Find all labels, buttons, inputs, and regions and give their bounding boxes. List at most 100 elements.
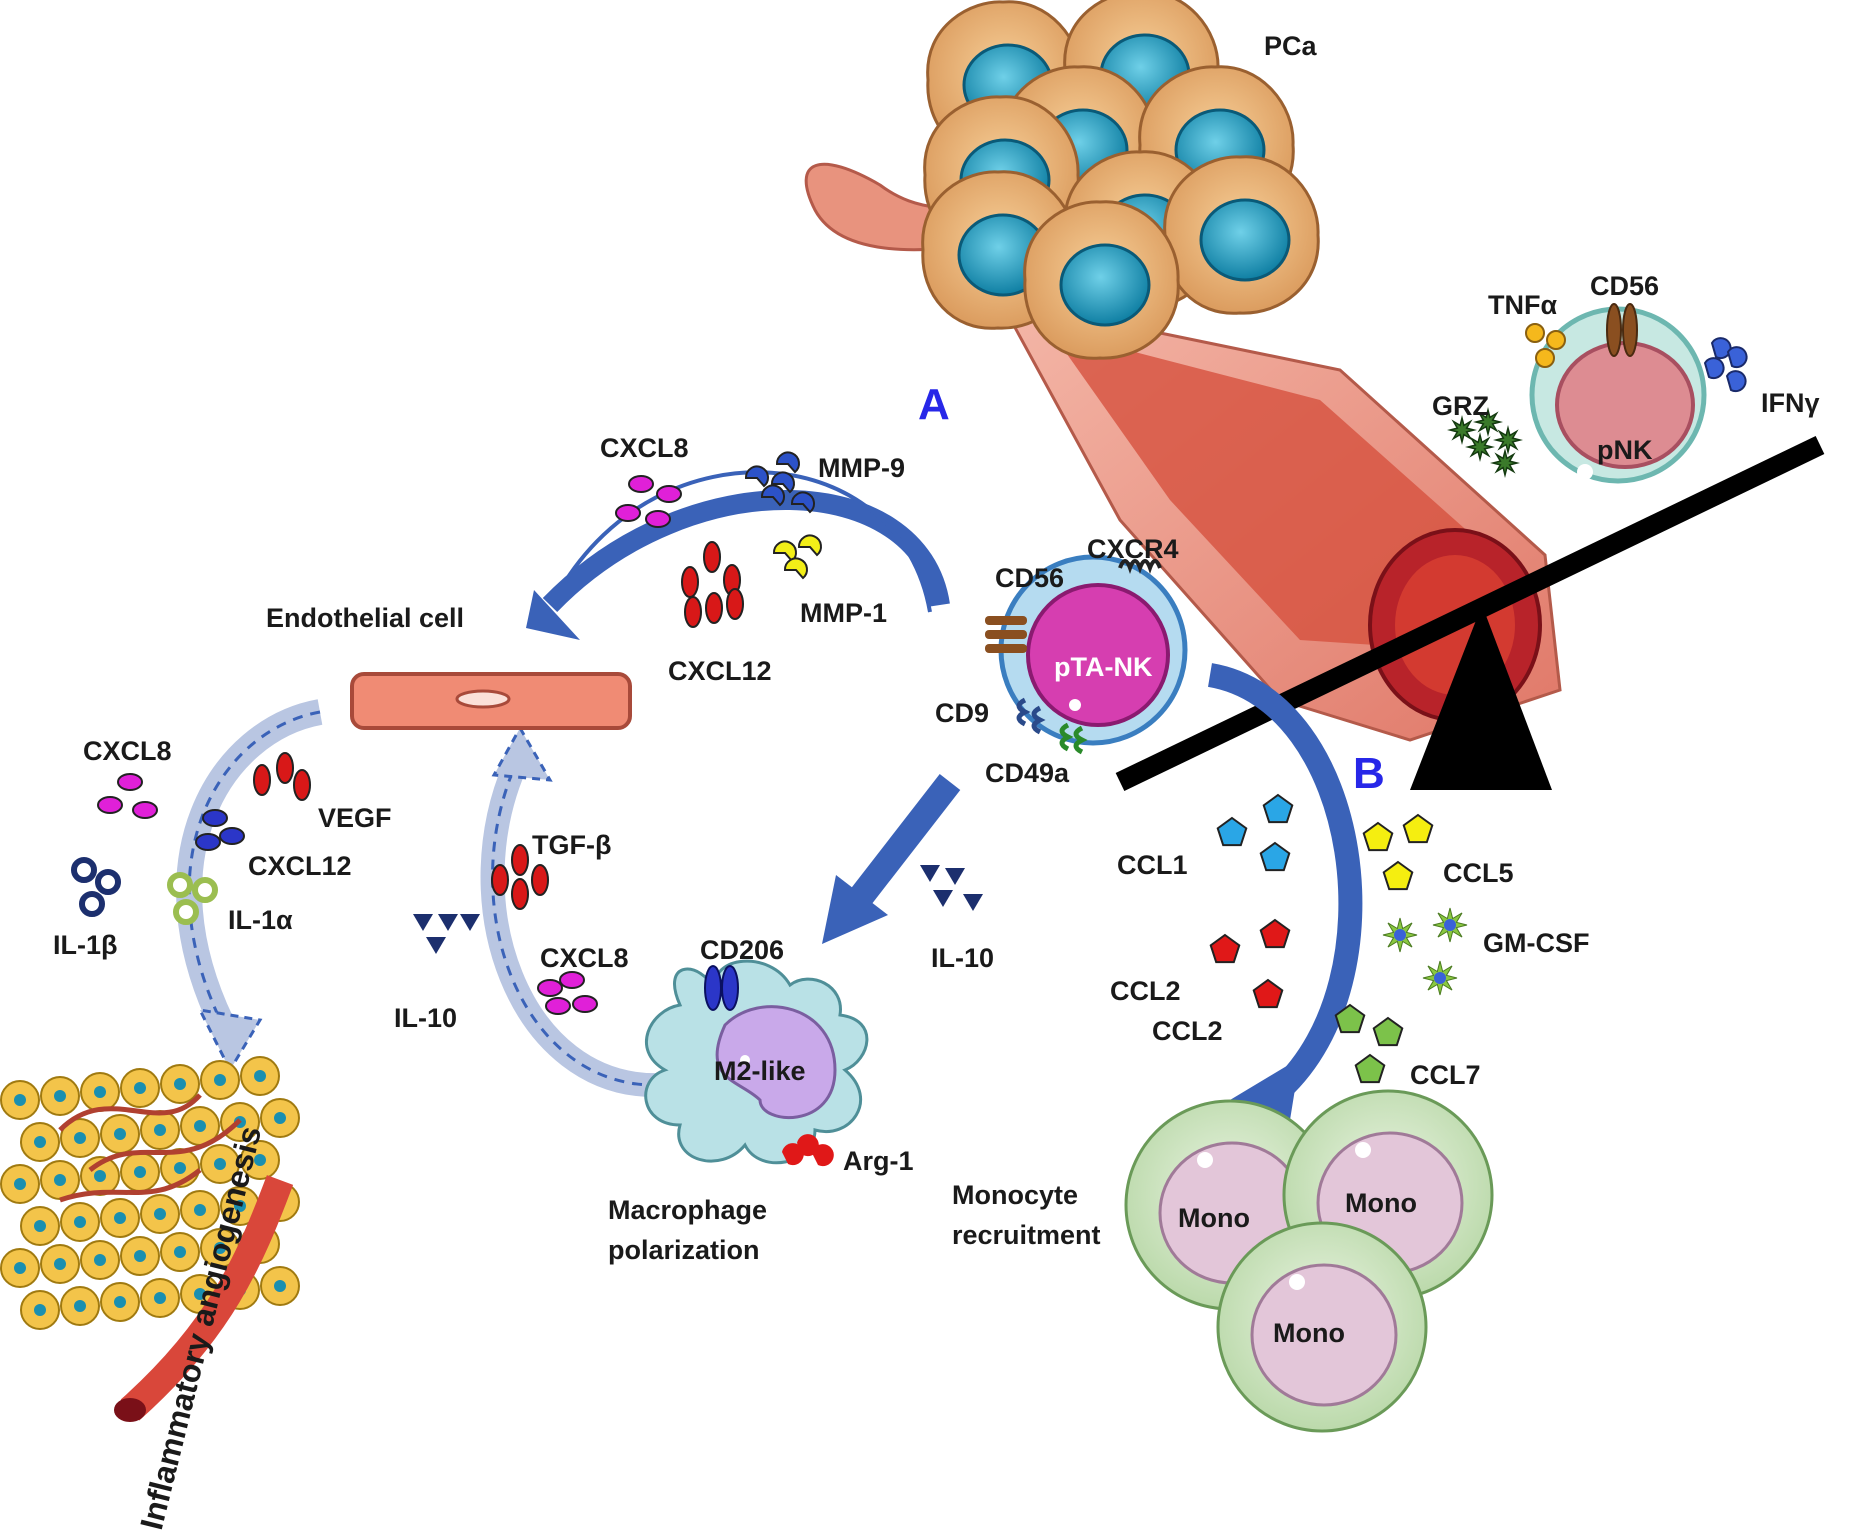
tumor-cluster: [921, 0, 1320, 360]
ccl7-particle: [1372, 1016, 1404, 1047]
cxcl12-particle: [705, 592, 723, 624]
tissue-cell: [0, 1080, 40, 1120]
tissue-cell: [20, 1206, 60, 1246]
il10-particle: [460, 914, 480, 931]
cxcl8-particle: [117, 773, 143, 791]
il1a-particle: [173, 899, 199, 925]
cxcl8-particle: [572, 995, 598, 1013]
cd56-receptor-top: [1606, 303, 1638, 357]
cxcl12-particle: [202, 809, 228, 827]
angiogenesis-tissue: [0, 1056, 300, 1330]
tissue-cell: [120, 1152, 160, 1192]
cxcl8-particle: [615, 504, 641, 522]
il1b-particle: [79, 891, 105, 917]
il1a-particle: [192, 877, 218, 903]
il1b-particle: [95, 869, 121, 895]
gmcsf-label: GM-CSF: [1483, 928, 1590, 958]
arrow-to-endothelial: [480, 724, 661, 1098]
cxcl12-particle: [703, 541, 721, 573]
cxcl8-particle: [537, 979, 563, 997]
tissue-cell: [0, 1164, 40, 1204]
il1b-particle: [71, 857, 97, 883]
monocyte-label-line1: Monocyte: [952, 1180, 1079, 1210]
tgfb-particle: [491, 864, 509, 896]
ccl5-particle: [1362, 821, 1394, 852]
panel-a-label: A: [918, 380, 950, 429]
macrophage-cell: [644, 959, 869, 1165]
vegf-particle: [276, 752, 294, 784]
vegf-label: VEGF: [318, 803, 392, 833]
il1b-label: IL-1β: [53, 930, 118, 960]
cd49a-label: CD49a: [985, 758, 1070, 788]
panel-b-label: B: [1353, 749, 1385, 798]
tissue-cell: [200, 1144, 240, 1184]
tgfb-label: TGF-β: [532, 830, 612, 860]
arg1-particles: [782, 1134, 834, 1167]
mmp9-particle: [770, 471, 795, 494]
il1a-label: IL-1α: [228, 905, 293, 935]
ifng-particles: [1703, 337, 1748, 393]
pta-nk-cell: [998, 554, 1188, 746]
cxcl12-particle: [195, 833, 221, 851]
cxcl8-left-label: CXCL8: [83, 736, 172, 766]
cxcl12-top-label: CXCL12: [668, 656, 772, 686]
tissue-cell: [120, 1068, 160, 1108]
mmp1-label: MMP-1: [800, 598, 887, 628]
cxcl8-particle: [97, 796, 123, 814]
il10-right-label: IL-10: [931, 943, 995, 973]
cxcl12-left-label: CXCL12: [248, 851, 352, 881]
tissue-cell: [240, 1056, 280, 1096]
pta-nk-label: pTA-NK: [1054, 652, 1153, 682]
tissue-cell: [60, 1202, 100, 1242]
cd56-label: CD56: [995, 563, 1065, 593]
cxcl8-particle: [645, 510, 671, 528]
cd9-receptor: [1016, 697, 1046, 735]
mmp1-particle: [783, 557, 808, 580]
il10-particle: [963, 894, 983, 911]
angiogenesis-vessel: [114, 1175, 294, 1422]
macrophage-label-line2: polarization: [608, 1235, 760, 1265]
cd206-label: CD206: [700, 935, 785, 965]
tissue-cell: [100, 1114, 140, 1154]
monocyte-cells: [1124, 1089, 1494, 1433]
arrow-to-macrophage: [822, 774, 961, 944]
tissue-cell: [20, 1122, 60, 1162]
il10-particle: [438, 914, 458, 931]
ifng-label: IFNγ: [1761, 388, 1820, 418]
tissue-cell: [60, 1118, 100, 1158]
cd9-label: CD9: [935, 698, 990, 728]
tissue-cell: [40, 1076, 80, 1116]
cxcl12-particle: [684, 596, 702, 628]
il10-particle: [945, 868, 965, 885]
monocyte-label-line2: recruitment: [952, 1220, 1101, 1250]
ccl2-label-b: CCL2: [1152, 1016, 1223, 1046]
cxcr4-receptor: [1118, 559, 1162, 574]
vegf-particle: [253, 764, 271, 796]
grz-particle: [1473, 407, 1503, 437]
cxcl12-particle: [219, 827, 245, 845]
tissue-cell: [100, 1282, 140, 1322]
cd49a-receptor: [1059, 722, 1088, 755]
grz-particle: [1493, 425, 1523, 455]
ccl2-particle: [1209, 933, 1241, 964]
tnfa-particles: [1525, 323, 1566, 368]
tissue-cell: [80, 1240, 120, 1280]
tissue-cell: [140, 1194, 180, 1234]
mono-label-3: Mono: [1273, 1318, 1345, 1348]
tissue-cell: [40, 1244, 80, 1284]
tissue-cell: [140, 1110, 180, 1150]
mmp9-particle: [760, 484, 785, 507]
il1a-particle: [167, 872, 193, 898]
cxcr4-label: CXCR4: [1087, 534, 1179, 564]
mono-label-1: Mono: [1178, 1203, 1250, 1233]
mmp1-particle: [797, 534, 822, 557]
cxcl8-particle: [132, 801, 158, 819]
ccl1-label: CCL1: [1117, 850, 1188, 880]
tissue-cell: [80, 1072, 120, 1112]
ccl1-particle: [1216, 816, 1248, 847]
cd56-receptor: [985, 616, 1027, 653]
cxcl8-particle: [628, 475, 654, 493]
il10-particle: [920, 865, 940, 882]
cxcl8-particle: [656, 485, 682, 503]
grz-particle: [1465, 432, 1495, 462]
